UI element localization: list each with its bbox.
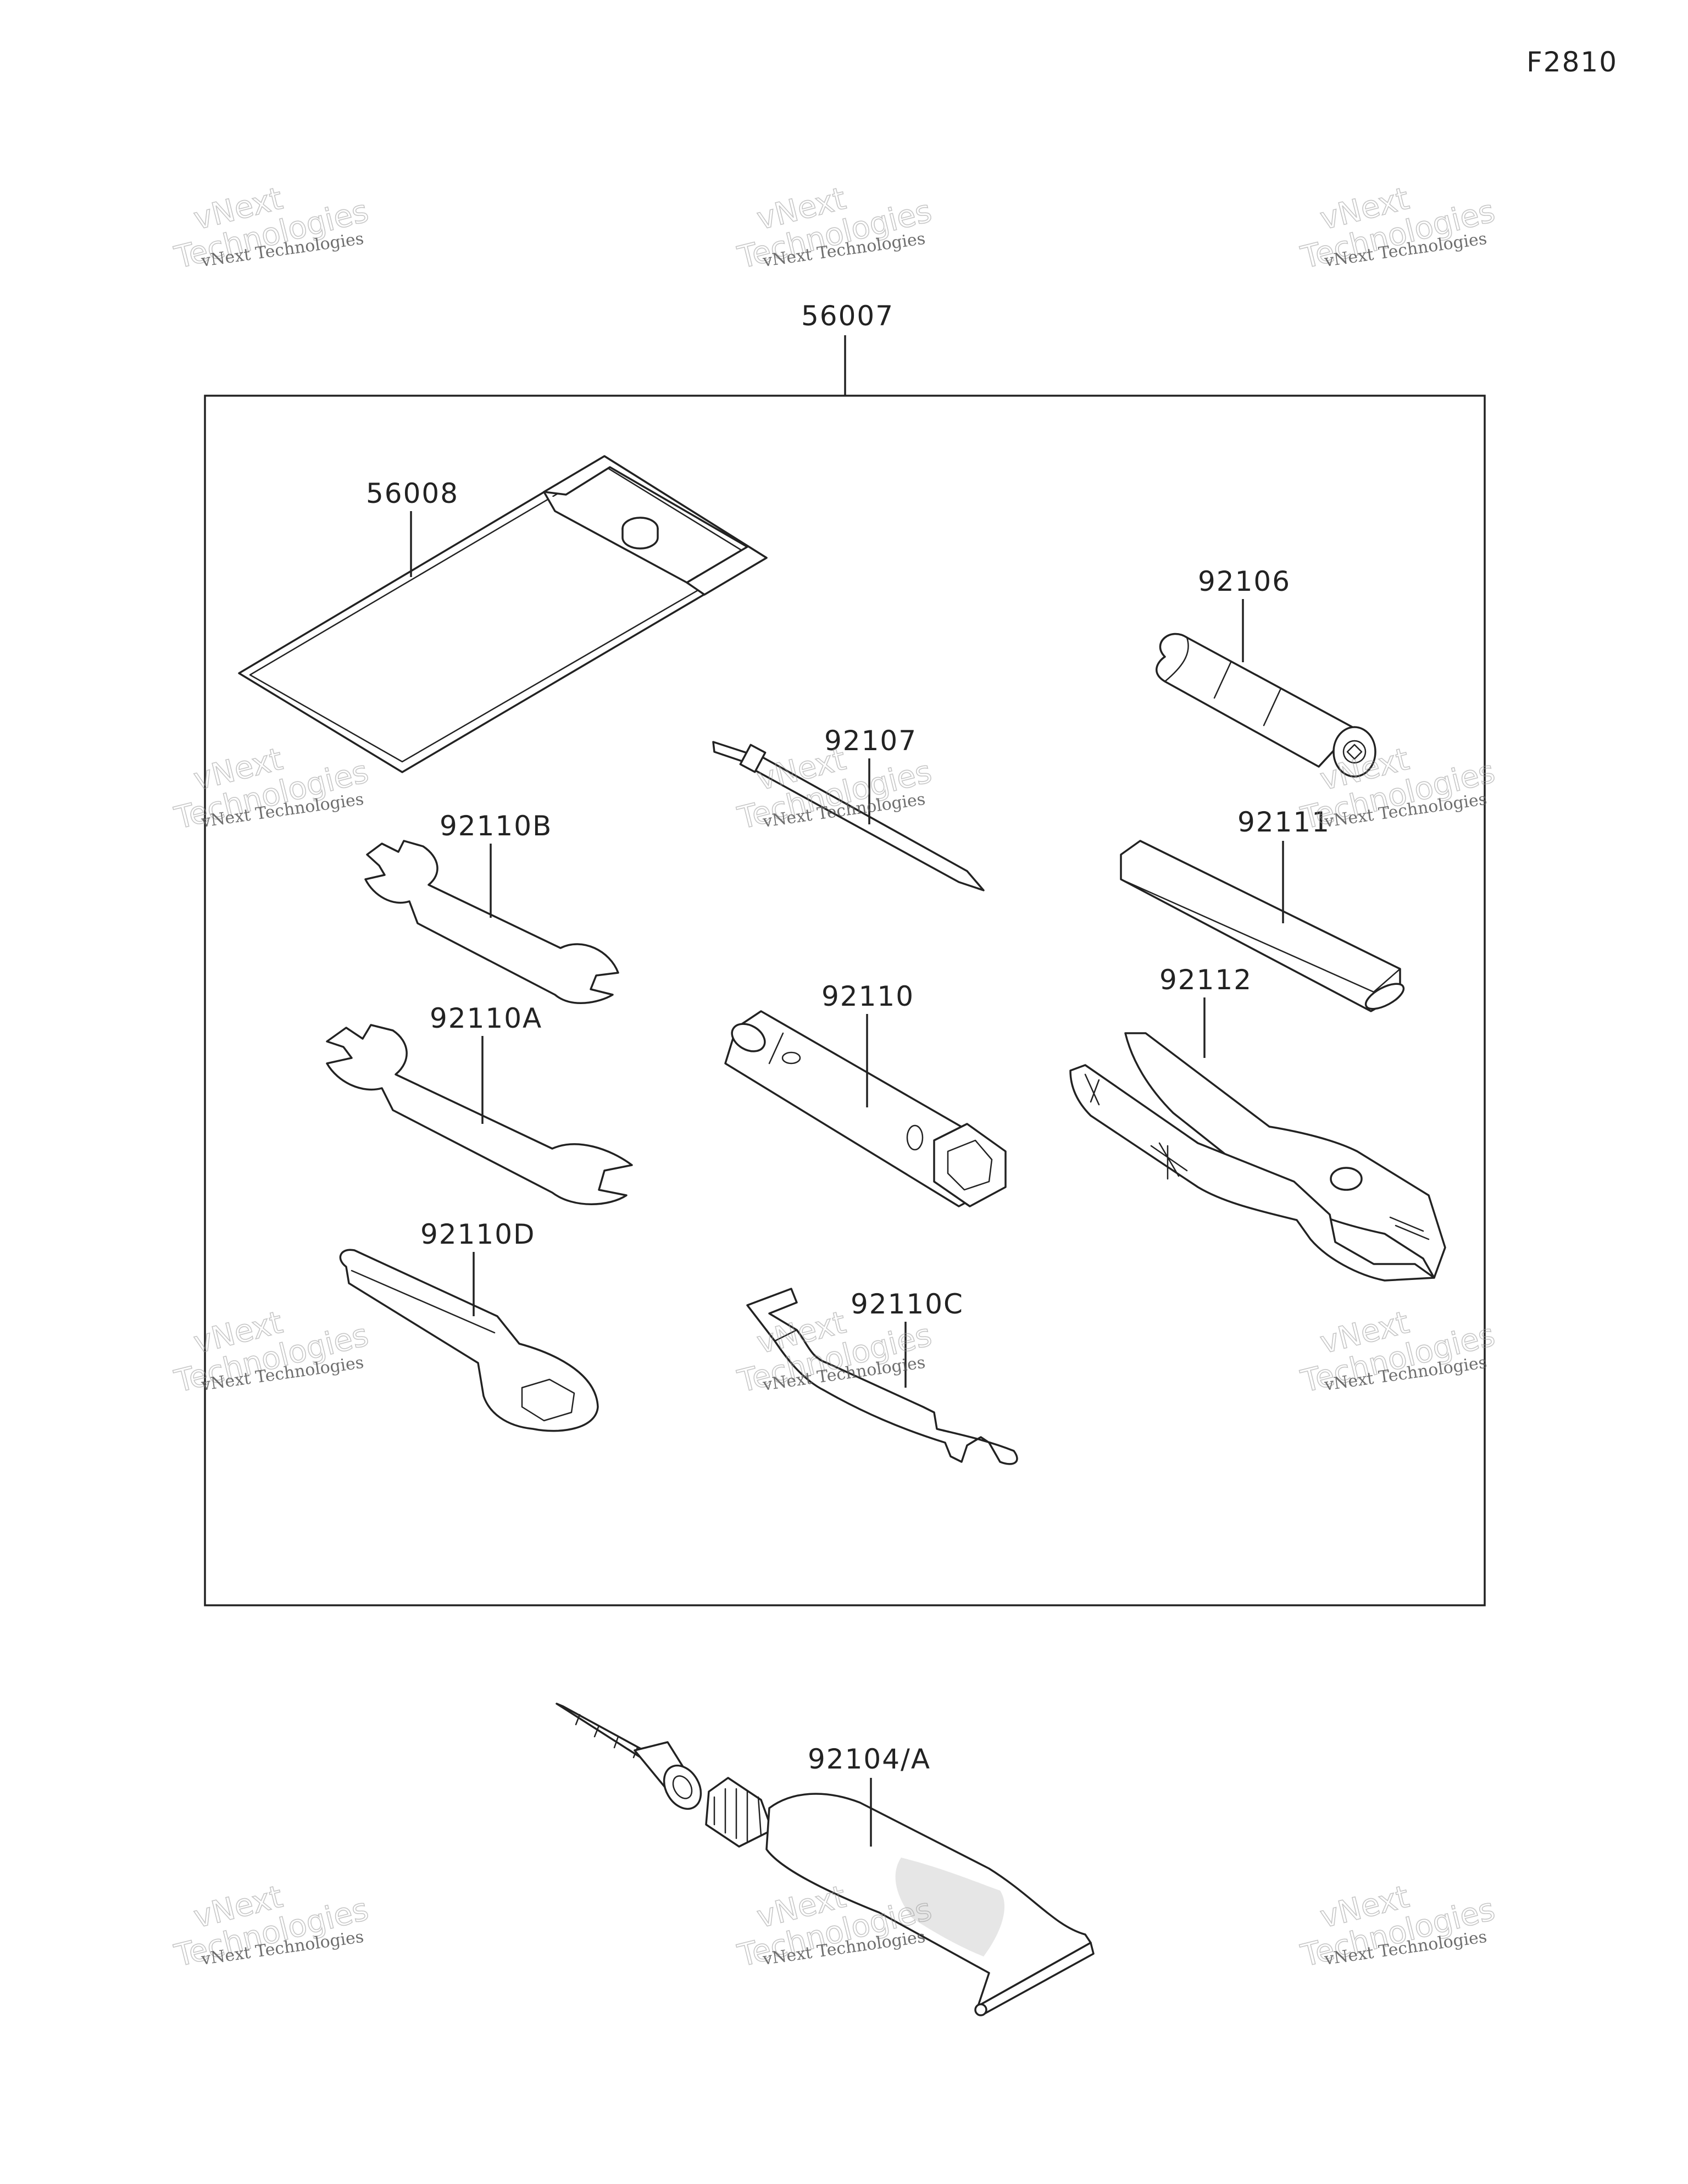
label-92110B[interactable]: 92110B [440,810,552,842]
label-92112[interactable]: 92112 [1159,964,1252,996]
label-92106[interactable]: 92106 [1198,566,1291,597]
handle-92106[interactable] [1156,633,1376,778]
label-56008[interactable]: 56008 [366,478,459,509]
adhesive-tube-92104A[interactable] [556,1703,1095,2016]
label-92111[interactable]: 92111 [1237,806,1330,838]
label-92110C[interactable]: 92110C [851,1288,964,1320]
wrench-92110D[interactable] [339,1249,599,1432]
figure-code: F2810 [1526,46,1618,78]
plug-wrench-92110[interactable] [724,1010,1007,1207]
hook-wrench-92110C[interactable] [746,1288,1018,1465]
screwdriver-92107[interactable] [712,741,985,891]
bar-92111[interactable] [1120,840,1407,1014]
label-92110D[interactable]: 92110D [420,1218,536,1250]
pliers-92112[interactable] [1069,1032,1446,1282]
kit-frame [204,395,1486,1606]
label-56007[interactable]: 56007 [801,300,894,332]
pouch-56008[interactable] [238,455,768,773]
wrench-92110B[interactable] [364,840,619,1004]
label-92110[interactable]: 92110 [821,980,914,1012]
label-92107[interactable]: 92107 [824,725,917,757]
label-92110A[interactable]: 92110A [430,1002,542,1034]
label-92104A[interactable]: 92104/A [808,1743,931,1775]
wrench-92110A[interactable] [326,1024,633,1205]
